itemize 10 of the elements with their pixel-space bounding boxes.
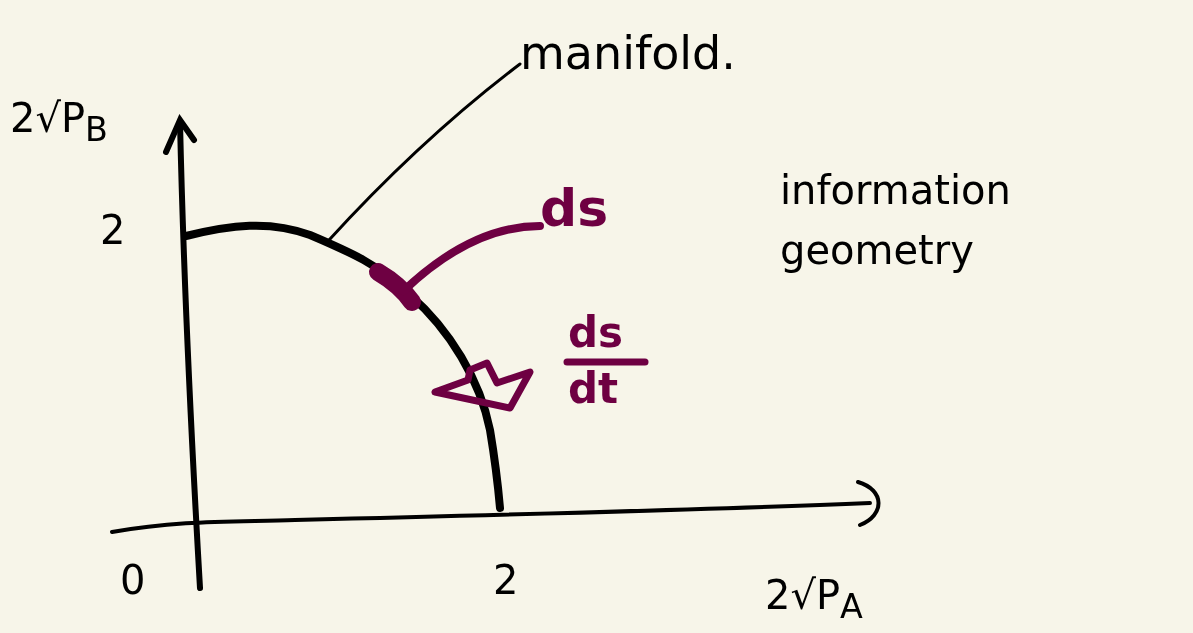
leader-label: ds: [540, 182, 609, 234]
tick-label: 2: [100, 210, 126, 250]
tick-label: 0: [120, 560, 146, 600]
axis-label: 2√P$_{A}$: [765, 575, 863, 624]
axis-label: 2√P$_{B}$: [10, 98, 108, 147]
fraction-numerator: ds: [568, 312, 624, 354]
leader-label: manifold.: [520, 30, 736, 76]
annotation-text: information geometry: [780, 166, 1012, 275]
tick-label: 2: [493, 560, 519, 600]
fraction-denominator: dt: [568, 368, 619, 410]
